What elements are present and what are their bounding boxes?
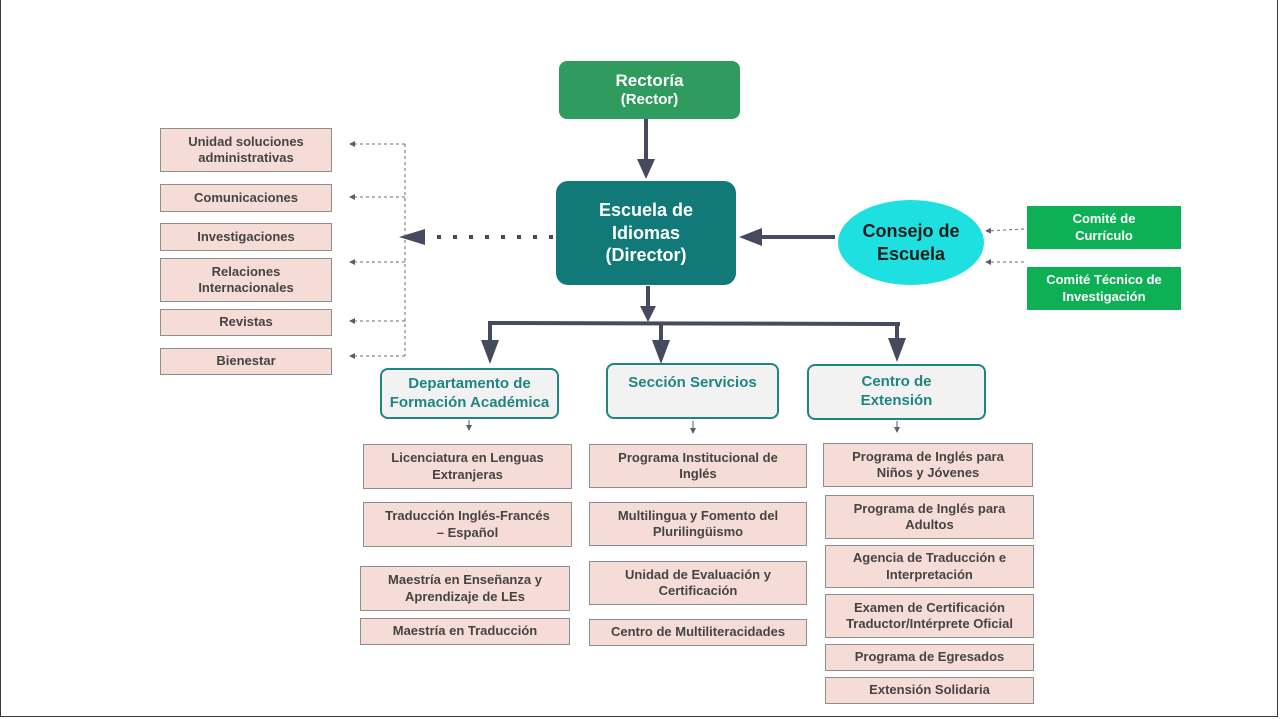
program-item: Maestría en Traducción [360,618,570,645]
department-formacion: Departamento de Formación Académica [380,368,559,419]
staff-unit-revistas: Revistas [160,309,332,336]
comite-dashed-connectors [985,227,1025,265]
rector-subtitle: (Rector) [620,91,679,109]
program-item: Centro de Multiliteracidades [589,619,807,646]
program-item: Maestría en Enseñanza y Aprendizaje de L… [360,566,570,611]
department-extension: Centro de Extensión [807,364,986,420]
program-item: Multilingua y Fomento del Plurilingüismo [589,502,807,546]
rector-node: Rectoría (Rector) [559,61,740,119]
staff-unit-investigaciones: Investigaciones [160,223,332,251]
program-item: Traducción Inglés-Francés – Español [363,502,572,547]
director-node: Escuela de Idiomas (Director) [556,181,736,285]
program-item: Programa de Egresados [825,644,1034,671]
consejo-node: Consejo de Escuela [838,200,984,285]
rector-title: Rectoría [615,71,684,90]
program-item: Programa Institucional de Inglés [589,444,807,488]
program-item: Extensión Solidaria [825,677,1034,704]
staff-unit-relaciones: Relaciones Internacionales [160,258,332,302]
department-item-arrows [466,420,900,434]
program-item: Programa de Inglés para Adultos [825,495,1034,539]
comite-tecnico-node: Comité Técnico de Investigación [1027,267,1181,310]
comite-curriculo-node: Comité de Currículo [1027,206,1181,249]
program-item: Agencia de Traducción e Interpretación [825,545,1034,588]
program-item: Programa de Inglés para Niños y Jóvenes [823,443,1033,487]
rector-director-arrow [637,119,655,179]
consejo-director-arrow [739,228,835,246]
staff-unit-soluciones: Unidad soluciones administrativas [160,128,332,172]
department-servicios: Sección Servicios [606,363,779,419]
director-departments-tree [481,286,906,364]
program-item: Unidad de Evaluación y Certificación [589,561,807,605]
staff-unit-bienestar: Bienestar [160,348,332,375]
staff-unit-comunicaciones: Comunicaciones [160,184,332,212]
program-item: Licenciatura en Lenguas Extranjeras [363,444,572,489]
program-item: Examen de Certificación Traductor/Intérp… [825,594,1034,638]
director-staff-dotted-arrow [399,229,553,245]
staff-dashed-connectors [349,141,406,359]
